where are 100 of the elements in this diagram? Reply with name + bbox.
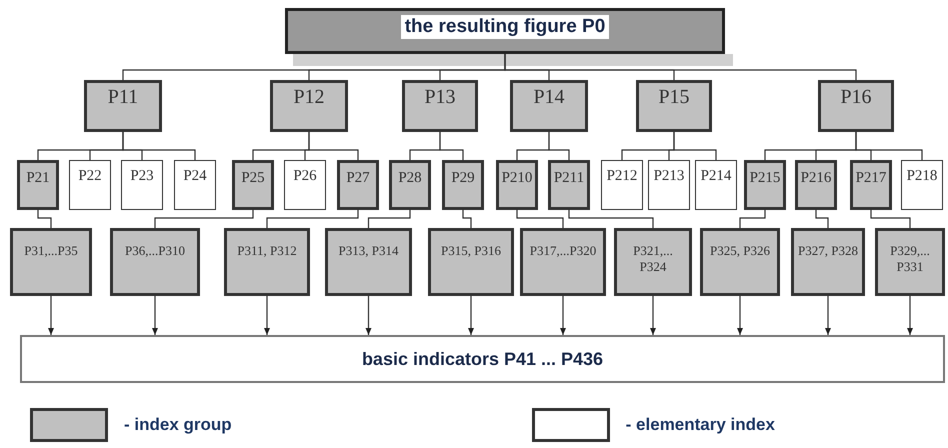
node-label: P15 xyxy=(658,87,690,110)
connector-line xyxy=(439,132,464,160)
result-box xyxy=(285,8,725,54)
elementary-index-box xyxy=(121,160,163,210)
index-group-box xyxy=(110,228,200,296)
node-label: P36,...P310 xyxy=(125,243,185,260)
connector-line xyxy=(122,132,196,160)
index-group-box xyxy=(270,80,348,132)
node-label: P25 xyxy=(241,171,265,188)
node-label: P26 xyxy=(293,169,317,186)
node-label: P27 xyxy=(346,171,370,188)
elementary-index-box xyxy=(695,160,737,210)
arrow xyxy=(560,296,566,335)
arrow xyxy=(650,296,656,335)
index-group-box xyxy=(795,160,837,210)
index-group-box xyxy=(700,228,780,296)
connector-line xyxy=(568,210,654,228)
arrow xyxy=(468,296,474,335)
node-label: P23 xyxy=(130,169,154,186)
connector-line xyxy=(870,210,911,228)
legend-text: - elementary index xyxy=(626,414,775,436)
node-label: P218 xyxy=(906,169,938,186)
node-label: P28 xyxy=(398,171,422,188)
node-label: P329,... P331 xyxy=(889,243,931,276)
index-group-box xyxy=(614,228,692,296)
connector-line xyxy=(855,132,923,160)
arrow xyxy=(264,296,270,335)
index-group-box xyxy=(520,228,606,296)
node-label: P216 xyxy=(800,171,832,188)
index-group-box xyxy=(17,160,59,210)
node-label: P313, P314 xyxy=(338,243,398,260)
index-group-box xyxy=(875,228,945,296)
connector-line xyxy=(37,210,52,228)
elementary-index-box xyxy=(901,160,943,210)
node-label: P325, P326 xyxy=(710,243,770,260)
node-label: P22 xyxy=(78,169,102,186)
elementary-index-box xyxy=(601,160,643,210)
index-group-box xyxy=(428,228,514,296)
connector-line xyxy=(266,210,359,228)
index-group-box xyxy=(10,228,92,296)
node-label: P11 xyxy=(108,87,138,110)
title-text: the resulting figure P0 xyxy=(400,15,610,39)
connector-line xyxy=(368,210,411,228)
elementary-index-box xyxy=(174,160,216,210)
index-group-box xyxy=(325,228,412,296)
index-group-box xyxy=(744,160,786,210)
connector-line xyxy=(504,54,857,80)
node-label: P317,...P320 xyxy=(530,243,596,260)
arrow xyxy=(737,296,743,335)
arrow xyxy=(48,296,54,335)
node-label: P210 xyxy=(502,171,532,188)
node-label: P212 xyxy=(606,169,638,186)
node-label: basic indicators P41 ... P436 xyxy=(362,348,604,370)
index-group-box xyxy=(337,160,379,210)
node-label: P31,...P35 xyxy=(24,243,78,260)
index-group-box xyxy=(496,160,538,210)
indicators-box xyxy=(20,335,945,383)
node-label: P14 xyxy=(533,87,565,110)
index-group-box xyxy=(548,160,590,210)
index-group-box xyxy=(510,80,588,132)
node-label: P29 xyxy=(451,171,475,188)
node-label: P21 xyxy=(26,171,50,188)
connector-line xyxy=(516,210,564,228)
node-label: P12 xyxy=(293,87,325,110)
arrow xyxy=(907,296,913,335)
arrow xyxy=(825,296,831,335)
index-group-box xyxy=(232,160,274,210)
elementary-index-box xyxy=(648,160,690,210)
index-group-box xyxy=(389,160,431,210)
index-group-box xyxy=(402,80,478,132)
index-group-box xyxy=(636,80,712,132)
connector-line xyxy=(815,210,829,228)
node-label: P211 xyxy=(554,171,584,188)
node-label: P321,... P324 xyxy=(632,243,674,276)
elementary-index-box xyxy=(69,160,111,210)
connector-line xyxy=(154,210,254,228)
connector-line xyxy=(673,132,717,160)
node-label: P213 xyxy=(654,169,684,186)
connector-line xyxy=(308,132,359,160)
node-label: P214 xyxy=(700,169,732,186)
node-label: P215 xyxy=(750,171,780,188)
node-label: P311, P312 xyxy=(237,243,297,260)
connector-line xyxy=(739,210,766,228)
index-group-box xyxy=(442,160,484,210)
node-label: P315, P316 xyxy=(441,243,501,260)
index-group-box xyxy=(818,80,894,132)
node-label: P327, P328 xyxy=(798,243,858,260)
node-label: P16 xyxy=(840,87,872,110)
node-label: P13 xyxy=(424,87,456,110)
arrow xyxy=(366,296,372,335)
arrow xyxy=(152,296,158,335)
index-group-box xyxy=(850,160,892,210)
index-group-box xyxy=(84,80,162,132)
index-group-box xyxy=(224,228,310,296)
elementary-index-box xyxy=(284,160,326,210)
index-group-box xyxy=(791,228,865,296)
legend-text: - index group xyxy=(124,414,232,436)
node-label: P217 xyxy=(856,171,886,188)
connector-line xyxy=(462,210,472,228)
node-label: P24 xyxy=(183,169,207,186)
